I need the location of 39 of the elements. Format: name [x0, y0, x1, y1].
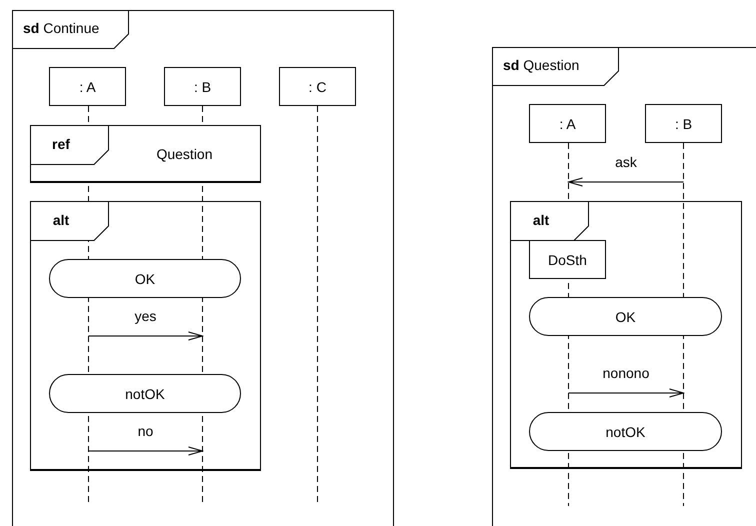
message-arrow — [568, 178, 684, 186]
ref-frame — [30, 125, 261, 183]
continuation-label: OK — [614, 308, 637, 324]
message-label: yes — [134, 308, 158, 324]
message-arrow — [88, 446, 203, 456]
lifeline-name: : A — [558, 116, 577, 132]
operator-label: alt — [532, 212, 550, 228]
action-label: DoSth — [547, 252, 588, 268]
message-arrow — [568, 388, 684, 398]
message-label: no — [136, 423, 154, 439]
continuation — [529, 412, 722, 451]
alt-frame — [30, 201, 261, 471]
lifeline-name: : A — [78, 78, 97, 94]
lifeline-head — [645, 104, 722, 143]
lifeline-head — [529, 104, 606, 143]
message-label: nonono — [602, 365, 650, 381]
ref-name: Question — [155, 146, 214, 162]
continuation — [529, 297, 722, 336]
frame-title: sd Continue — [23, 20, 100, 36]
continuation-label: OK — [134, 270, 156, 286]
sd-frame — [492, 47, 756, 526]
frame-title: sd Question — [503, 57, 580, 73]
continuation-label: notOK — [124, 386, 166, 402]
alt-frame — [510, 201, 742, 469]
lifeline-name: : B — [192, 78, 212, 94]
lifeline-name: : B — [674, 116, 694, 132]
continuation — [49, 259, 241, 298]
continuation-label: notOK — [604, 424, 646, 440]
continuation — [49, 374, 241, 413]
lifeline-head — [49, 67, 126, 106]
lifeline-head — [164, 67, 241, 106]
action-box — [529, 240, 606, 279]
message-arrow — [88, 332, 203, 340]
lifeline-head — [279, 67, 356, 106]
operator-label: alt — [52, 212, 70, 228]
sd-frame — [12, 10, 394, 526]
operator-label: ref — [51, 136, 71, 152]
message-label: ask — [614, 154, 638, 170]
lifeline-name: : C — [308, 78, 328, 94]
